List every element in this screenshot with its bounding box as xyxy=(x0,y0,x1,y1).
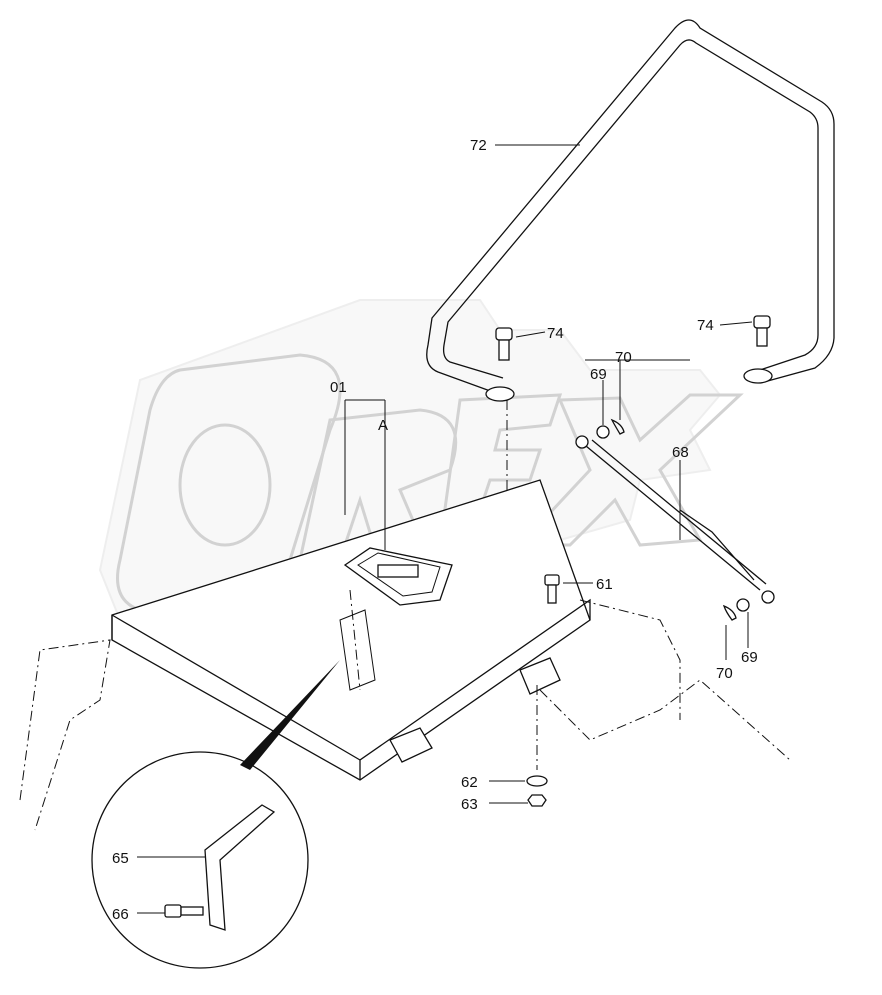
leader-lines xyxy=(137,144,753,914)
magnified-detail-circle xyxy=(91,751,309,969)
callout-70-top: 70 xyxy=(615,349,632,366)
callout-A: A xyxy=(378,417,388,434)
bolt-61 xyxy=(544,574,560,604)
callout-01: 01 xyxy=(330,379,347,396)
bolt-74-right xyxy=(753,315,771,347)
handrail-72 xyxy=(426,19,835,402)
hinge-left xyxy=(389,727,433,763)
callout-65: 65 xyxy=(112,850,129,867)
callout-69-bottom: 69 xyxy=(741,649,758,666)
callout-70-bottom: 70 xyxy=(716,665,733,682)
nut-63 xyxy=(527,794,547,807)
callout-74-left: 74 xyxy=(547,325,564,342)
pin-70-top xyxy=(610,418,625,435)
bolt-74-left xyxy=(495,327,513,361)
callout-63: 63 xyxy=(461,796,478,813)
callout-69-top: 69 xyxy=(590,366,607,383)
gas-spring-68 xyxy=(575,435,775,604)
callout-66: 66 xyxy=(112,906,129,923)
pin-70-bottom xyxy=(722,604,737,621)
washer-69-top xyxy=(596,425,610,439)
callout-62: 62 xyxy=(461,774,478,791)
callout-74-right: 74 xyxy=(697,317,714,334)
washer-69-bottom xyxy=(736,598,750,612)
callout-68: 68 xyxy=(672,444,689,461)
hinge-right xyxy=(519,657,561,695)
washer-62 xyxy=(526,775,548,787)
callout-61: 61 xyxy=(596,576,613,593)
callout-72: 72 xyxy=(470,137,487,154)
cover-plate xyxy=(111,479,591,781)
latch-handle-A xyxy=(343,547,453,606)
detail-pointer xyxy=(240,660,340,770)
